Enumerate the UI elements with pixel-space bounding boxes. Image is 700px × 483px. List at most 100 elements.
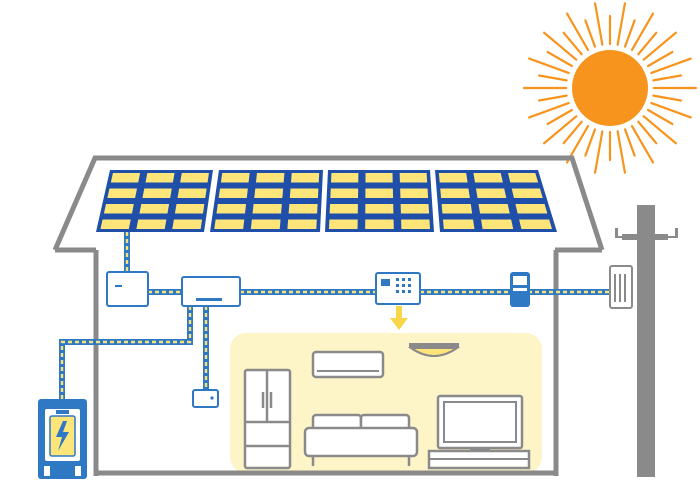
solar-cell [180,173,209,183]
solar-cell [136,219,167,229]
solar-cell [519,219,552,229]
solar-panel-array [96,170,557,232]
solar-cell [475,188,507,198]
solar-cell [254,188,284,198]
sun-ray [546,50,573,68]
junction-box-icon [106,271,149,307]
sun-ray [623,128,636,157]
battery-icon [38,399,87,479]
battery-unit-icon [192,389,219,408]
sun-ray [537,74,568,82]
sun-ray [647,50,674,68]
power-wiring [59,232,610,400]
inverter-icon [181,276,241,307]
solar-cell [110,173,141,183]
solar-cell [252,204,282,214]
solar-panel-module [325,170,434,232]
solar-cell [291,173,320,183]
sun-ray [630,12,655,51]
solar-cell [145,173,175,183]
sun-ray [652,74,683,82]
solar-panel-module [435,170,557,232]
house-outline [52,155,605,476]
tv-icon [427,394,531,470]
sun-ray [652,94,683,102]
sun-ray [650,57,692,75]
solar-cell [331,173,359,183]
solar-cell [107,188,137,198]
distribution-board-icon [510,272,530,307]
sun-icon [522,2,698,174]
solar-cell [329,204,358,214]
solar-cell [214,219,245,229]
solar-cell [365,173,393,183]
solar-cell [220,173,250,183]
solar-cell [330,188,359,198]
sun-ray [630,125,655,164]
utility-pole-icon [615,205,678,477]
sun-ray [623,19,636,48]
controller-icon [375,272,421,305]
solar-cell [100,219,131,229]
solar-cell [365,219,394,229]
sun-ray [642,115,677,145]
air-conditioner-icon [311,350,385,379]
solar-cell [287,219,317,229]
solar-cell [399,173,428,183]
solar-cell [365,204,394,214]
solar-cell [139,204,170,214]
solar-cell [216,204,247,214]
light-icon [407,343,461,357]
sun-ray [546,108,573,126]
solar-cell [250,219,281,229]
solar-cell [255,173,285,183]
sun-ray [616,2,627,46]
solar-cell [365,188,394,198]
solar-cell [481,219,514,229]
sun-ray [650,101,692,119]
solar-cell [400,188,429,198]
sun-ray [584,19,597,48]
solar-cell [440,188,470,198]
solar-cell [177,188,207,198]
solar-cell [142,188,172,198]
solar-panel-module [96,170,213,232]
solar-cell [442,219,475,229]
sun-ray [562,31,583,56]
solar-cell [478,204,510,214]
solar-cell [438,173,468,183]
sun-ray [537,94,568,102]
sun-ray [637,31,658,56]
solar-cell [401,219,431,229]
sun-ray [565,12,590,51]
solar-cell [288,204,318,214]
solar-cell [473,173,503,183]
sun-ray [647,108,674,126]
sun-ray [593,130,604,174]
sun-ray [642,31,677,61]
solar-cell [515,204,548,214]
solar-cell [511,188,543,198]
solar-cell [328,219,358,229]
sun-ray [543,115,578,145]
sun-ray [528,57,570,75]
meter-icon [609,265,633,309]
solar-cell [400,204,430,214]
sun-ray [593,2,604,46]
refrigerator-icon [243,368,292,470]
solar-cell [103,204,134,214]
sun-ray [637,120,658,145]
sun-ray [543,31,578,61]
solar-cell [289,188,319,198]
solar-cell [174,204,205,214]
solar-cell [507,173,539,183]
arrow-down-icon [390,306,408,330]
sun-ray [584,128,597,157]
sun-ray [616,130,627,174]
sun-ray [528,101,570,119]
sun-ray [562,120,583,145]
solar-panel-module [210,170,323,232]
sofa-icon [303,413,419,466]
solar-cell [441,204,473,214]
